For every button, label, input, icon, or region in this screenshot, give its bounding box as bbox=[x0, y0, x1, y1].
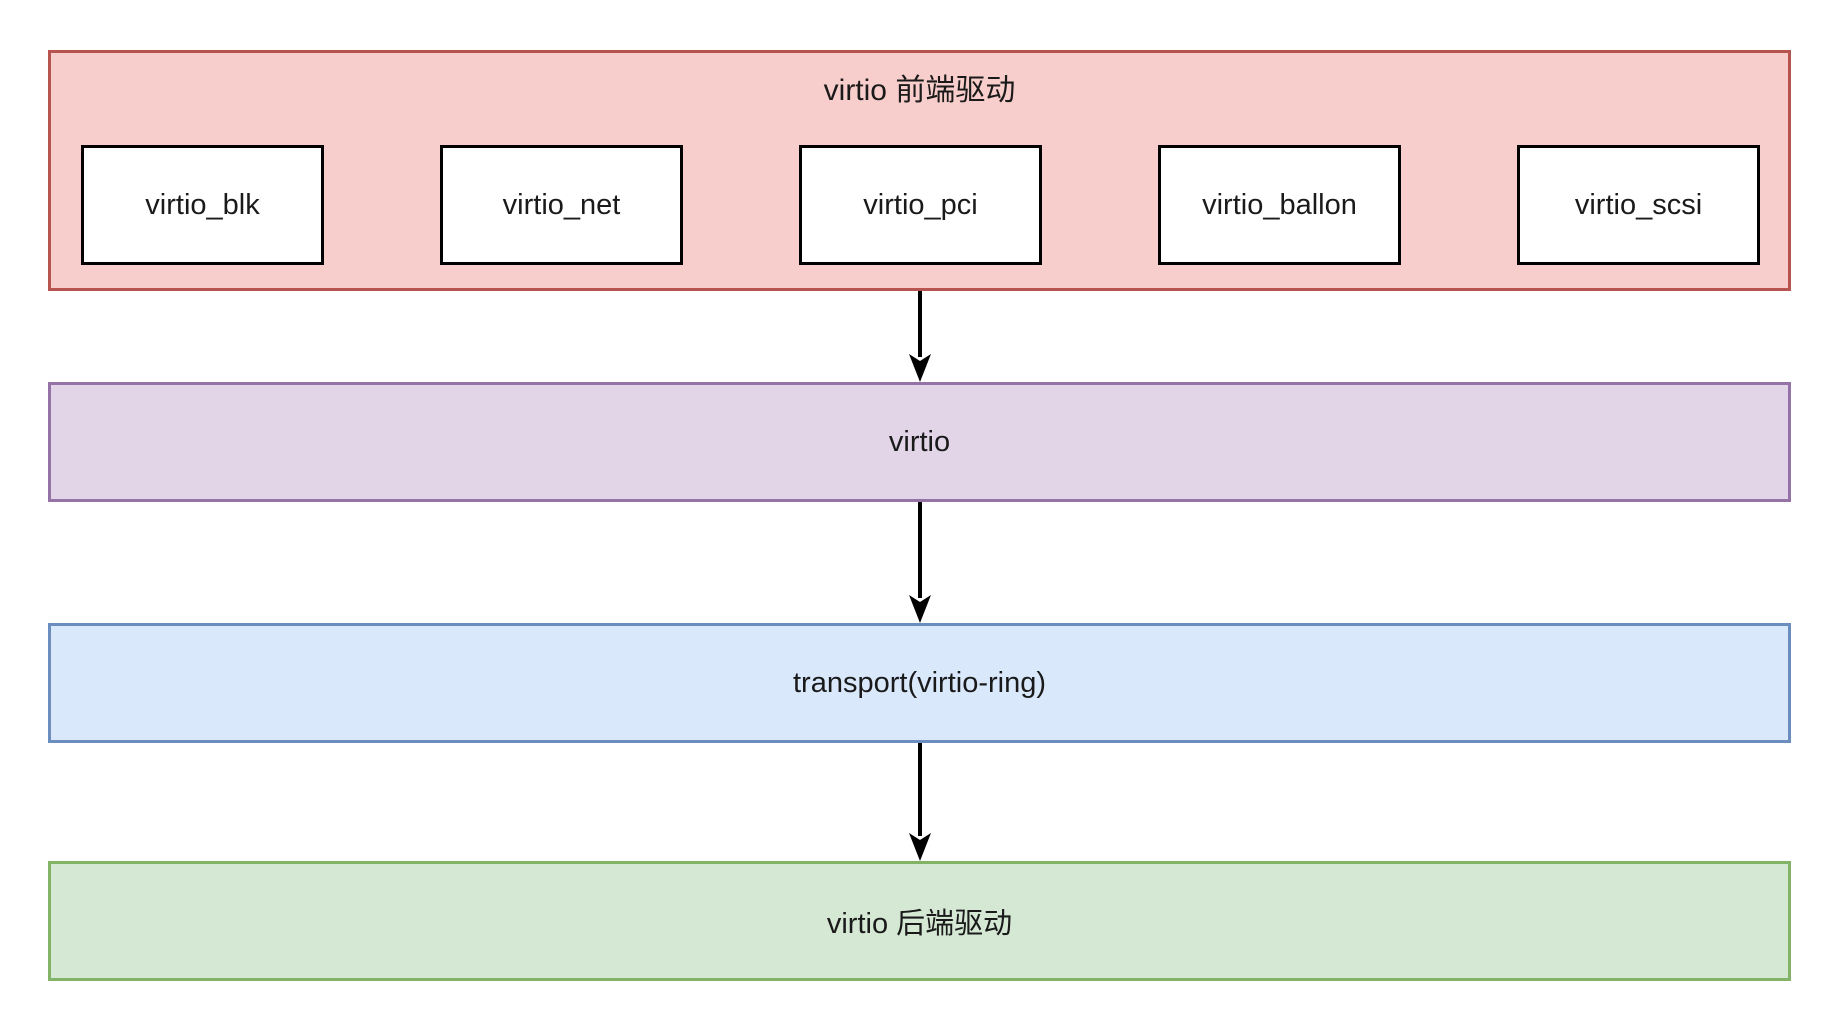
frontend-modules-row: virtio_blk virtio_net virtio_pci virtio_… bbox=[81, 145, 1760, 265]
frontend-driver-title: virtio 前端驱动 bbox=[823, 74, 1016, 107]
module-virtio-scsi: virtio_scsi bbox=[1517, 145, 1760, 265]
transport-layer-box: transport(virtio-ring) bbox=[48, 623, 1791, 743]
module-virtio-net: virtio_net bbox=[440, 145, 683, 265]
module-virtio-blk: virtio_blk bbox=[81, 145, 324, 265]
virtio-layer-label: virtio bbox=[888, 425, 951, 458]
backend-driver-box: virtio 后端驱动 bbox=[48, 861, 1791, 981]
virtio-layer-box: virtio bbox=[48, 382, 1791, 502]
transport-layer-label: transport(virtio-ring) bbox=[793, 666, 1046, 699]
frontend-driver-box: virtio 前端驱动 virtio_blk virtio_net virtio… bbox=[48, 50, 1791, 291]
backend-driver-label: virtio 后端驱动 bbox=[826, 908, 1013, 940]
module-virtio-ballon: virtio_ballon bbox=[1158, 145, 1401, 265]
module-virtio-pci: virtio_pci bbox=[799, 145, 1042, 265]
arrow-down-frontend-to-virtio bbox=[909, 291, 931, 382]
arrow-down-transport-to-backend bbox=[909, 743, 931, 861]
arrow-down-virtio-to-transport bbox=[909, 502, 931, 623]
